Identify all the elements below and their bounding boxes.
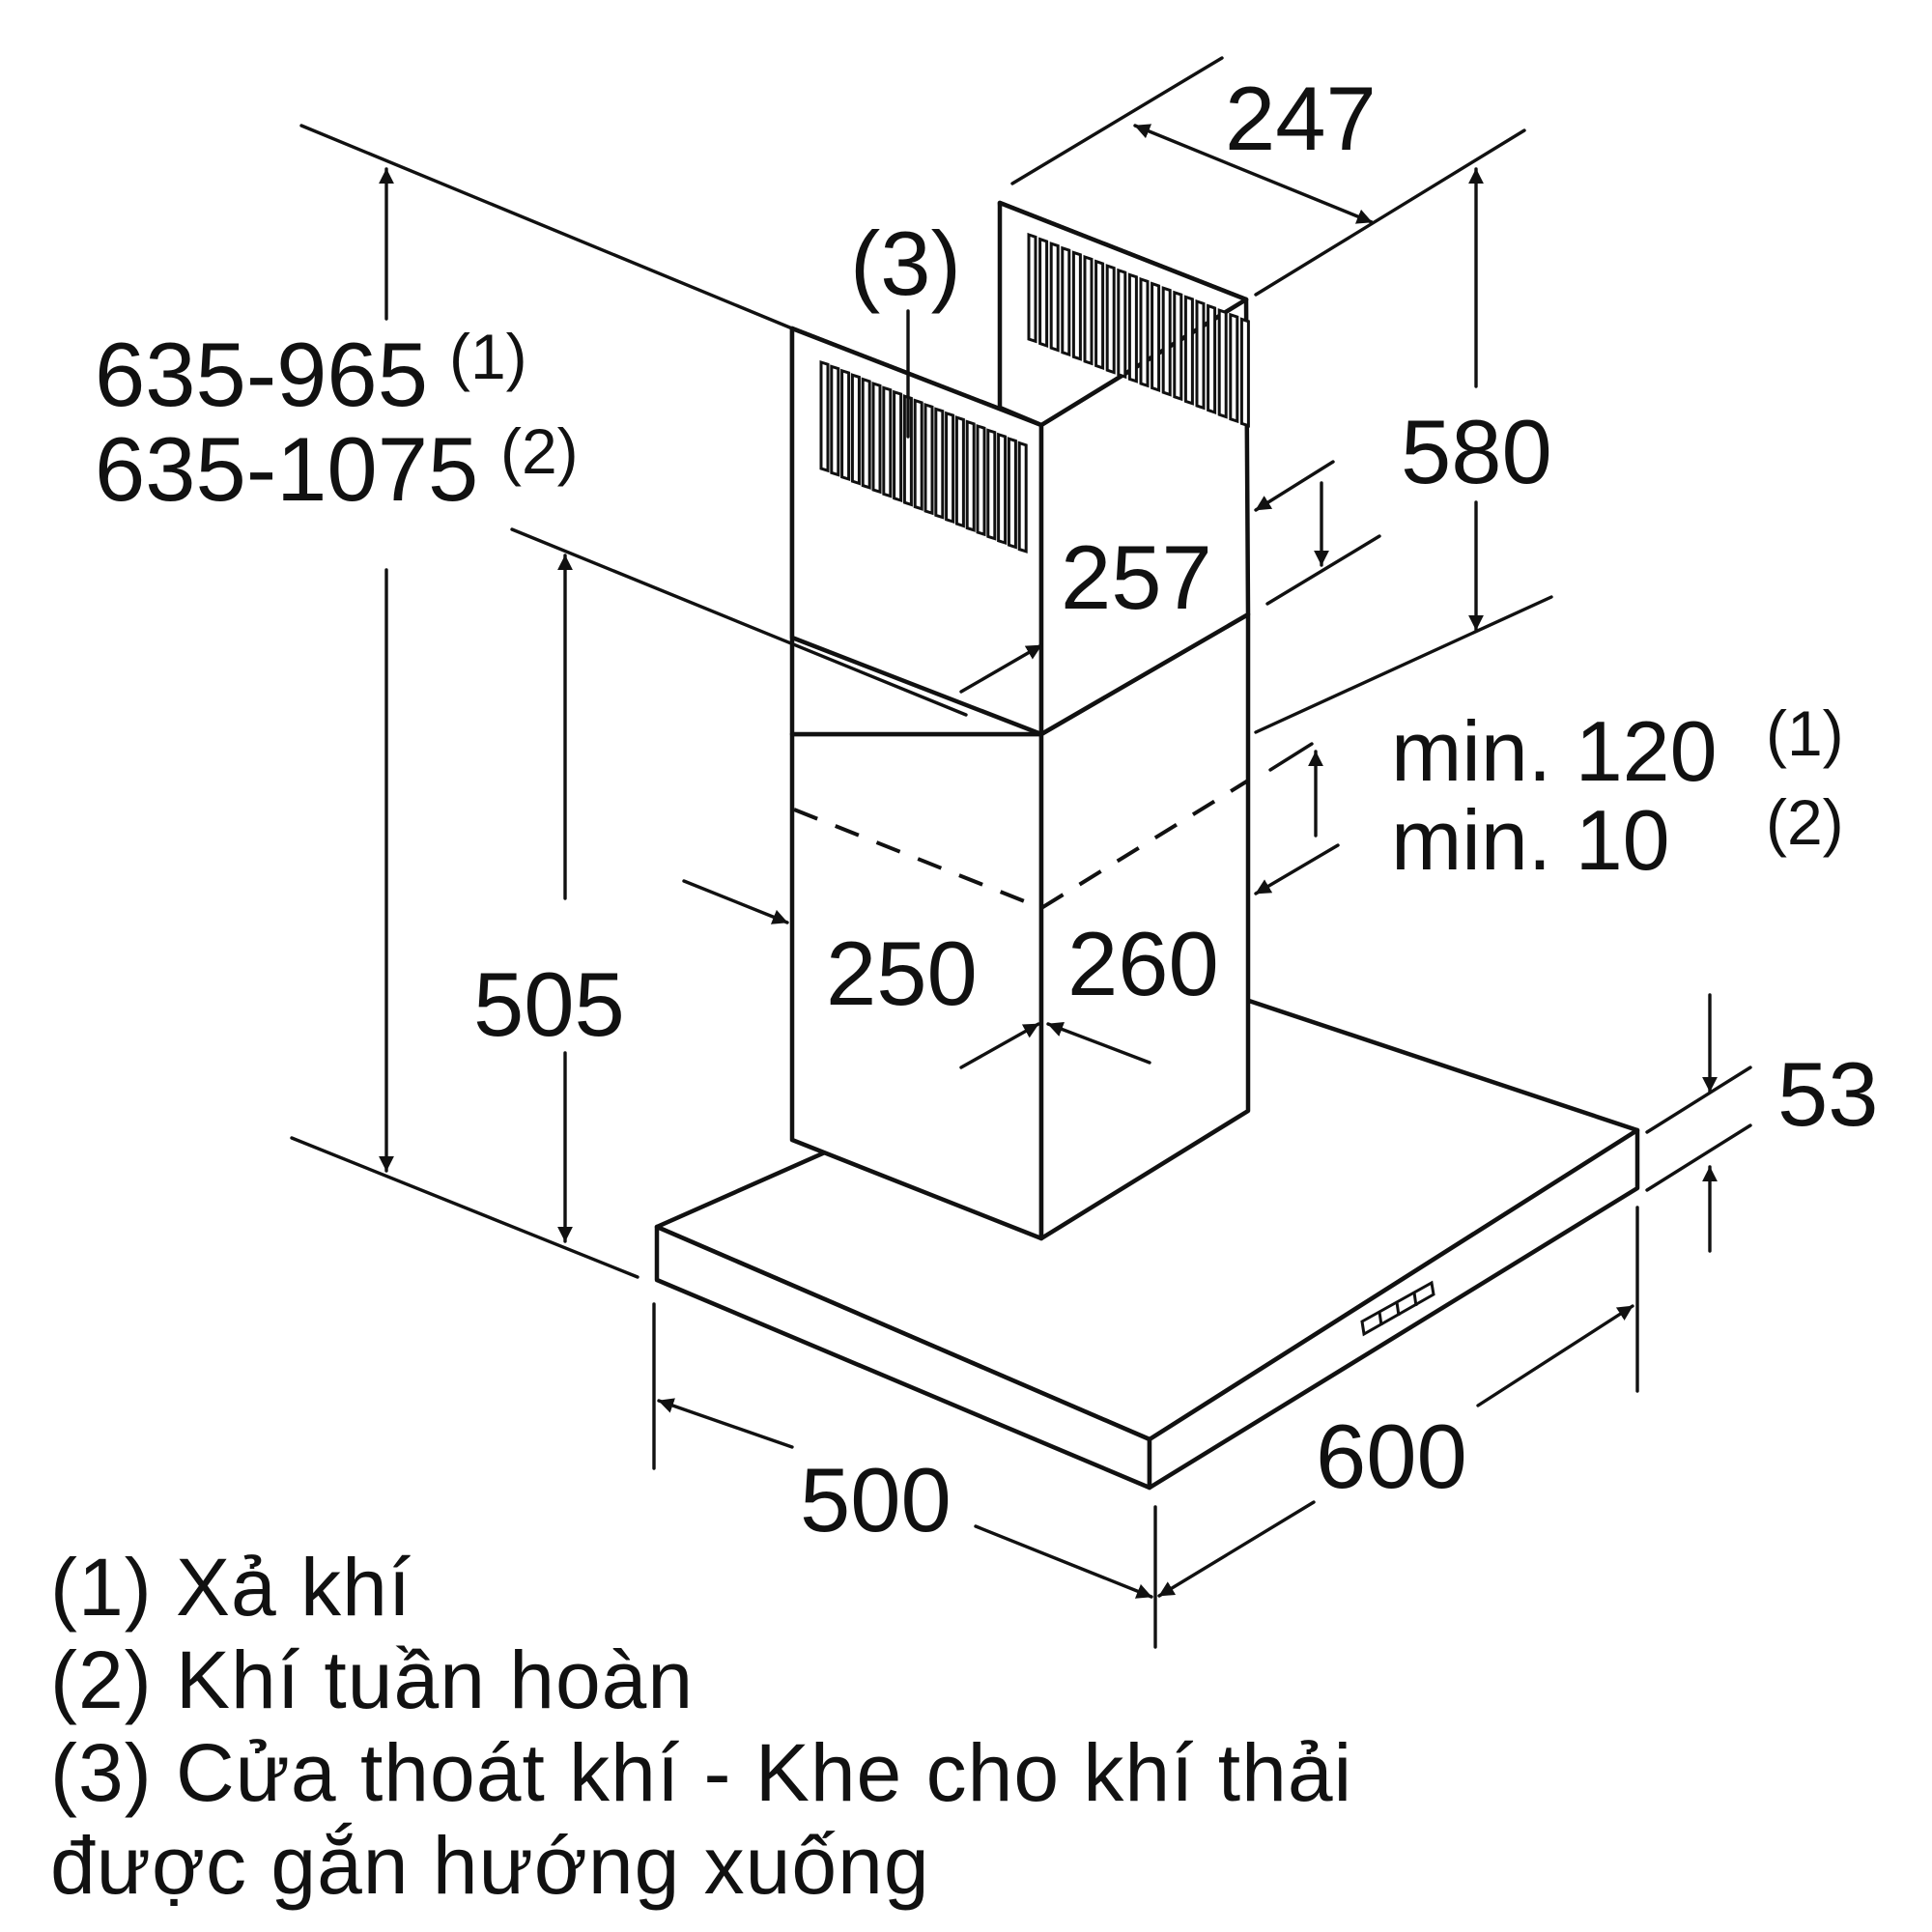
vent-slat [1061, 245, 1071, 357]
label-total-height-2-ref: (2) [500, 415, 579, 487]
legend: (1) Xả khí (2) Khí tuần hoàn (3) Cửa tho… [50, 1542, 1352, 1911]
label-min-gap-1-ref: (1) [1766, 697, 1844, 769]
vent-slat [1161, 286, 1172, 397]
vent-slat [1007, 437, 1017, 550]
rear-vent-grill [1027, 232, 1250, 428]
vent-slat [1183, 295, 1194, 406]
vent-slat [1083, 254, 1094, 366]
vent-slat [954, 415, 965, 528]
vent-slat [1217, 308, 1228, 419]
vent-slat [871, 381, 882, 495]
legend-item-3: (3) Cửa thoát khí - Khe cho khí thải [50, 1727, 1352, 1818]
vent-slat [893, 389, 903, 503]
vent-slat [840, 368, 851, 482]
vent-slat [965, 419, 976, 532]
vent-slat [1207, 303, 1217, 414]
hood-drawing [654, 200, 1640, 1491]
vent-slat [1049, 242, 1060, 353]
vent-slat [1094, 259, 1105, 370]
vent-slat [1139, 276, 1150, 388]
vent-slat [1239, 317, 1250, 428]
label-lower-chimney-height: 505 [473, 953, 625, 1055]
vent-slat [913, 398, 923, 511]
vent-slat [1017, 440, 1028, 554]
label-canopy-thickness: 53 [1777, 1043, 1879, 1145]
vent-slat [882, 385, 893, 498]
vent-slat [986, 428, 997, 541]
legend-item-1: (1) Xả khí [50, 1542, 412, 1633]
vent-slat [1027, 232, 1037, 344]
vent-slat [830, 364, 840, 477]
dimension-labels: 635-965 (1) 635-1075 (2) 505 247 580 257… [95, 68, 1879, 1550]
vent-slat [819, 359, 830, 473]
label-total-height-1: 635-965 [95, 324, 428, 425]
vent-slat [1229, 312, 1239, 424]
vent-slat [1173, 290, 1183, 402]
canopy-right [1147, 1127, 1640, 1491]
vent-slat [1127, 272, 1138, 384]
label-upper-chimney-width: 257 [1061, 526, 1212, 628]
label-canopy-width: 600 [1316, 1406, 1467, 1507]
label-total-height-1-ref: (1) [449, 321, 527, 392]
vent-slat [1105, 264, 1116, 375]
label-min-gap-2: min. 10 [1391, 792, 1670, 888]
label-canopy-depth: 500 [800, 1449, 952, 1550]
label-min-gap-1: min. 120 [1391, 703, 1718, 799]
label-upper-chimney-height: 580 [1401, 401, 1552, 502]
vent-slat [1151, 281, 1161, 392]
vent-slat [923, 402, 934, 516]
vent-slat [850, 373, 861, 486]
control-panel-icon [1360, 1280, 1435, 1337]
label-min-gap-2-ref: (2) [1766, 786, 1844, 858]
label-lower-chimney-width: 260 [1067, 913, 1219, 1014]
vent-slat [945, 411, 955, 525]
vent-slat [1195, 298, 1206, 411]
dimension-lines [290, 56, 1752, 1649]
callout-3-label: (3) [850, 213, 961, 314]
legend-item-2: (2) Khí tuần hoàn [50, 1634, 694, 1725]
legend-item-3-continued: được gắn hướng xuống [50, 1820, 930, 1911]
label-chimney-depth-top: 247 [1225, 68, 1377, 169]
vent-slat [976, 423, 986, 537]
label-lower-chimney-depth: 250 [826, 923, 978, 1024]
vent-slat [861, 377, 871, 490]
vent-slat [1117, 268, 1127, 380]
front-vent-grill [819, 359, 1028, 554]
vent-slat [934, 407, 945, 520]
vent-slat [1071, 250, 1082, 361]
label-total-height-2: 635-1075 [95, 418, 478, 520]
vent-slat [997, 432, 1008, 546]
vent-slat [1038, 237, 1049, 348]
